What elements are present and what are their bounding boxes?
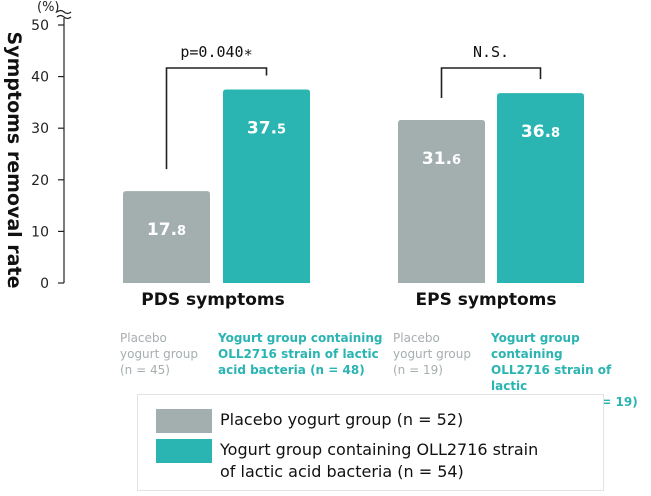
sub-label-pds-placebo: Placebo yogurt group (n = 45) bbox=[120, 330, 198, 378]
legend-text-yogurt: Yogurt group containing OLL2716 strain o… bbox=[220, 439, 538, 483]
legend-line: Yogurt group containing OLL2716 strain bbox=[220, 440, 539, 459]
sub-label-eps-placebo: Placebo yogurt group (n = 19) bbox=[393, 330, 471, 378]
bar-value-dec: 6 bbox=[452, 153, 461, 168]
y-tick-label: 0 bbox=[40, 276, 49, 292]
significance-bracket bbox=[165, 67, 268, 170]
sub-line: Yogurt group containing bbox=[491, 331, 580, 361]
bar-value-label: 37.5 bbox=[247, 119, 286, 139]
bar-value-int: 37. bbox=[247, 119, 277, 139]
legend-item-placebo: Placebo yogurt group (n = 52) bbox=[156, 409, 463, 433]
sub-line: (n = 45) bbox=[120, 363, 170, 377]
sub-line: OLL2716 strain of lactic bbox=[218, 347, 379, 361]
sub-line: acid bacteria (n = 48) bbox=[218, 363, 365, 377]
legend-item-yogurt: Yogurt group containing OLL2716 strain o… bbox=[156, 439, 538, 483]
sub-line: Placebo bbox=[393, 331, 440, 345]
significance-label: p=0.040∗ bbox=[180, 43, 252, 61]
bar-pds-placebo bbox=[123, 191, 210, 283]
bar-eps-placebo bbox=[398, 119, 485, 283]
bar-pds-yogurt bbox=[223, 89, 310, 283]
y-tick-label: 20 bbox=[31, 173, 49, 189]
legend: Placebo yogurt group (n = 52) Yogurt gro… bbox=[137, 394, 604, 491]
y-tick-label: 50 bbox=[31, 18, 49, 34]
group-title-eps: EPS symptoms bbox=[415, 290, 557, 310]
sub-label-pds-yogurt: Yogurt group containing OLL2716 strain o… bbox=[218, 330, 383, 378]
legend-line: of lactic acid bacteria (n = 54) bbox=[220, 462, 464, 481]
sub-line: Placebo bbox=[120, 331, 167, 345]
significance-bracket bbox=[440, 67, 542, 98]
sub-line: yogurt group bbox=[393, 347, 471, 361]
y-tick-label: 10 bbox=[31, 224, 49, 240]
bar-value-dec: 5 bbox=[277, 123, 286, 138]
sub-line: Yogurt group containing bbox=[218, 331, 383, 345]
significance-label: N.S. bbox=[473, 43, 509, 61]
y-tick-label: 40 bbox=[31, 70, 49, 86]
bar-value-label: 36.8 bbox=[521, 122, 560, 142]
bar-value-dec: 8 bbox=[177, 224, 186, 239]
y-tick-label: 30 bbox=[31, 121, 49, 137]
bar-value-int: 31. bbox=[422, 149, 452, 169]
y-axis-unit: (%) bbox=[37, 0, 60, 15]
bar-value-int: 17. bbox=[147, 220, 177, 240]
bar-value-label: 17.8 bbox=[147, 220, 186, 240]
bar-eps-yogurt bbox=[497, 93, 584, 283]
group-title-pds: PDS symptoms bbox=[141, 290, 285, 310]
bar-value-label: 31.6 bbox=[422, 149, 461, 169]
sub-line: (n = 19) bbox=[393, 363, 443, 377]
bar-value-int: 36. bbox=[521, 122, 551, 142]
axis-break-mark bbox=[56, 9, 72, 15]
legend-text-placebo: Placebo yogurt group (n = 52) bbox=[220, 409, 463, 431]
legend-swatch-yogurt bbox=[156, 439, 212, 463]
sub-line: OLL2716 strain of lactic bbox=[491, 363, 612, 393]
axis-break-mark bbox=[56, 14, 72, 20]
legend-swatch-placebo bbox=[156, 409, 212, 433]
legend-line: Placebo yogurt group (n = 52) bbox=[220, 410, 464, 429]
sub-line: yogurt group bbox=[120, 347, 198, 361]
bar-value-dec: 8 bbox=[551, 126, 560, 141]
